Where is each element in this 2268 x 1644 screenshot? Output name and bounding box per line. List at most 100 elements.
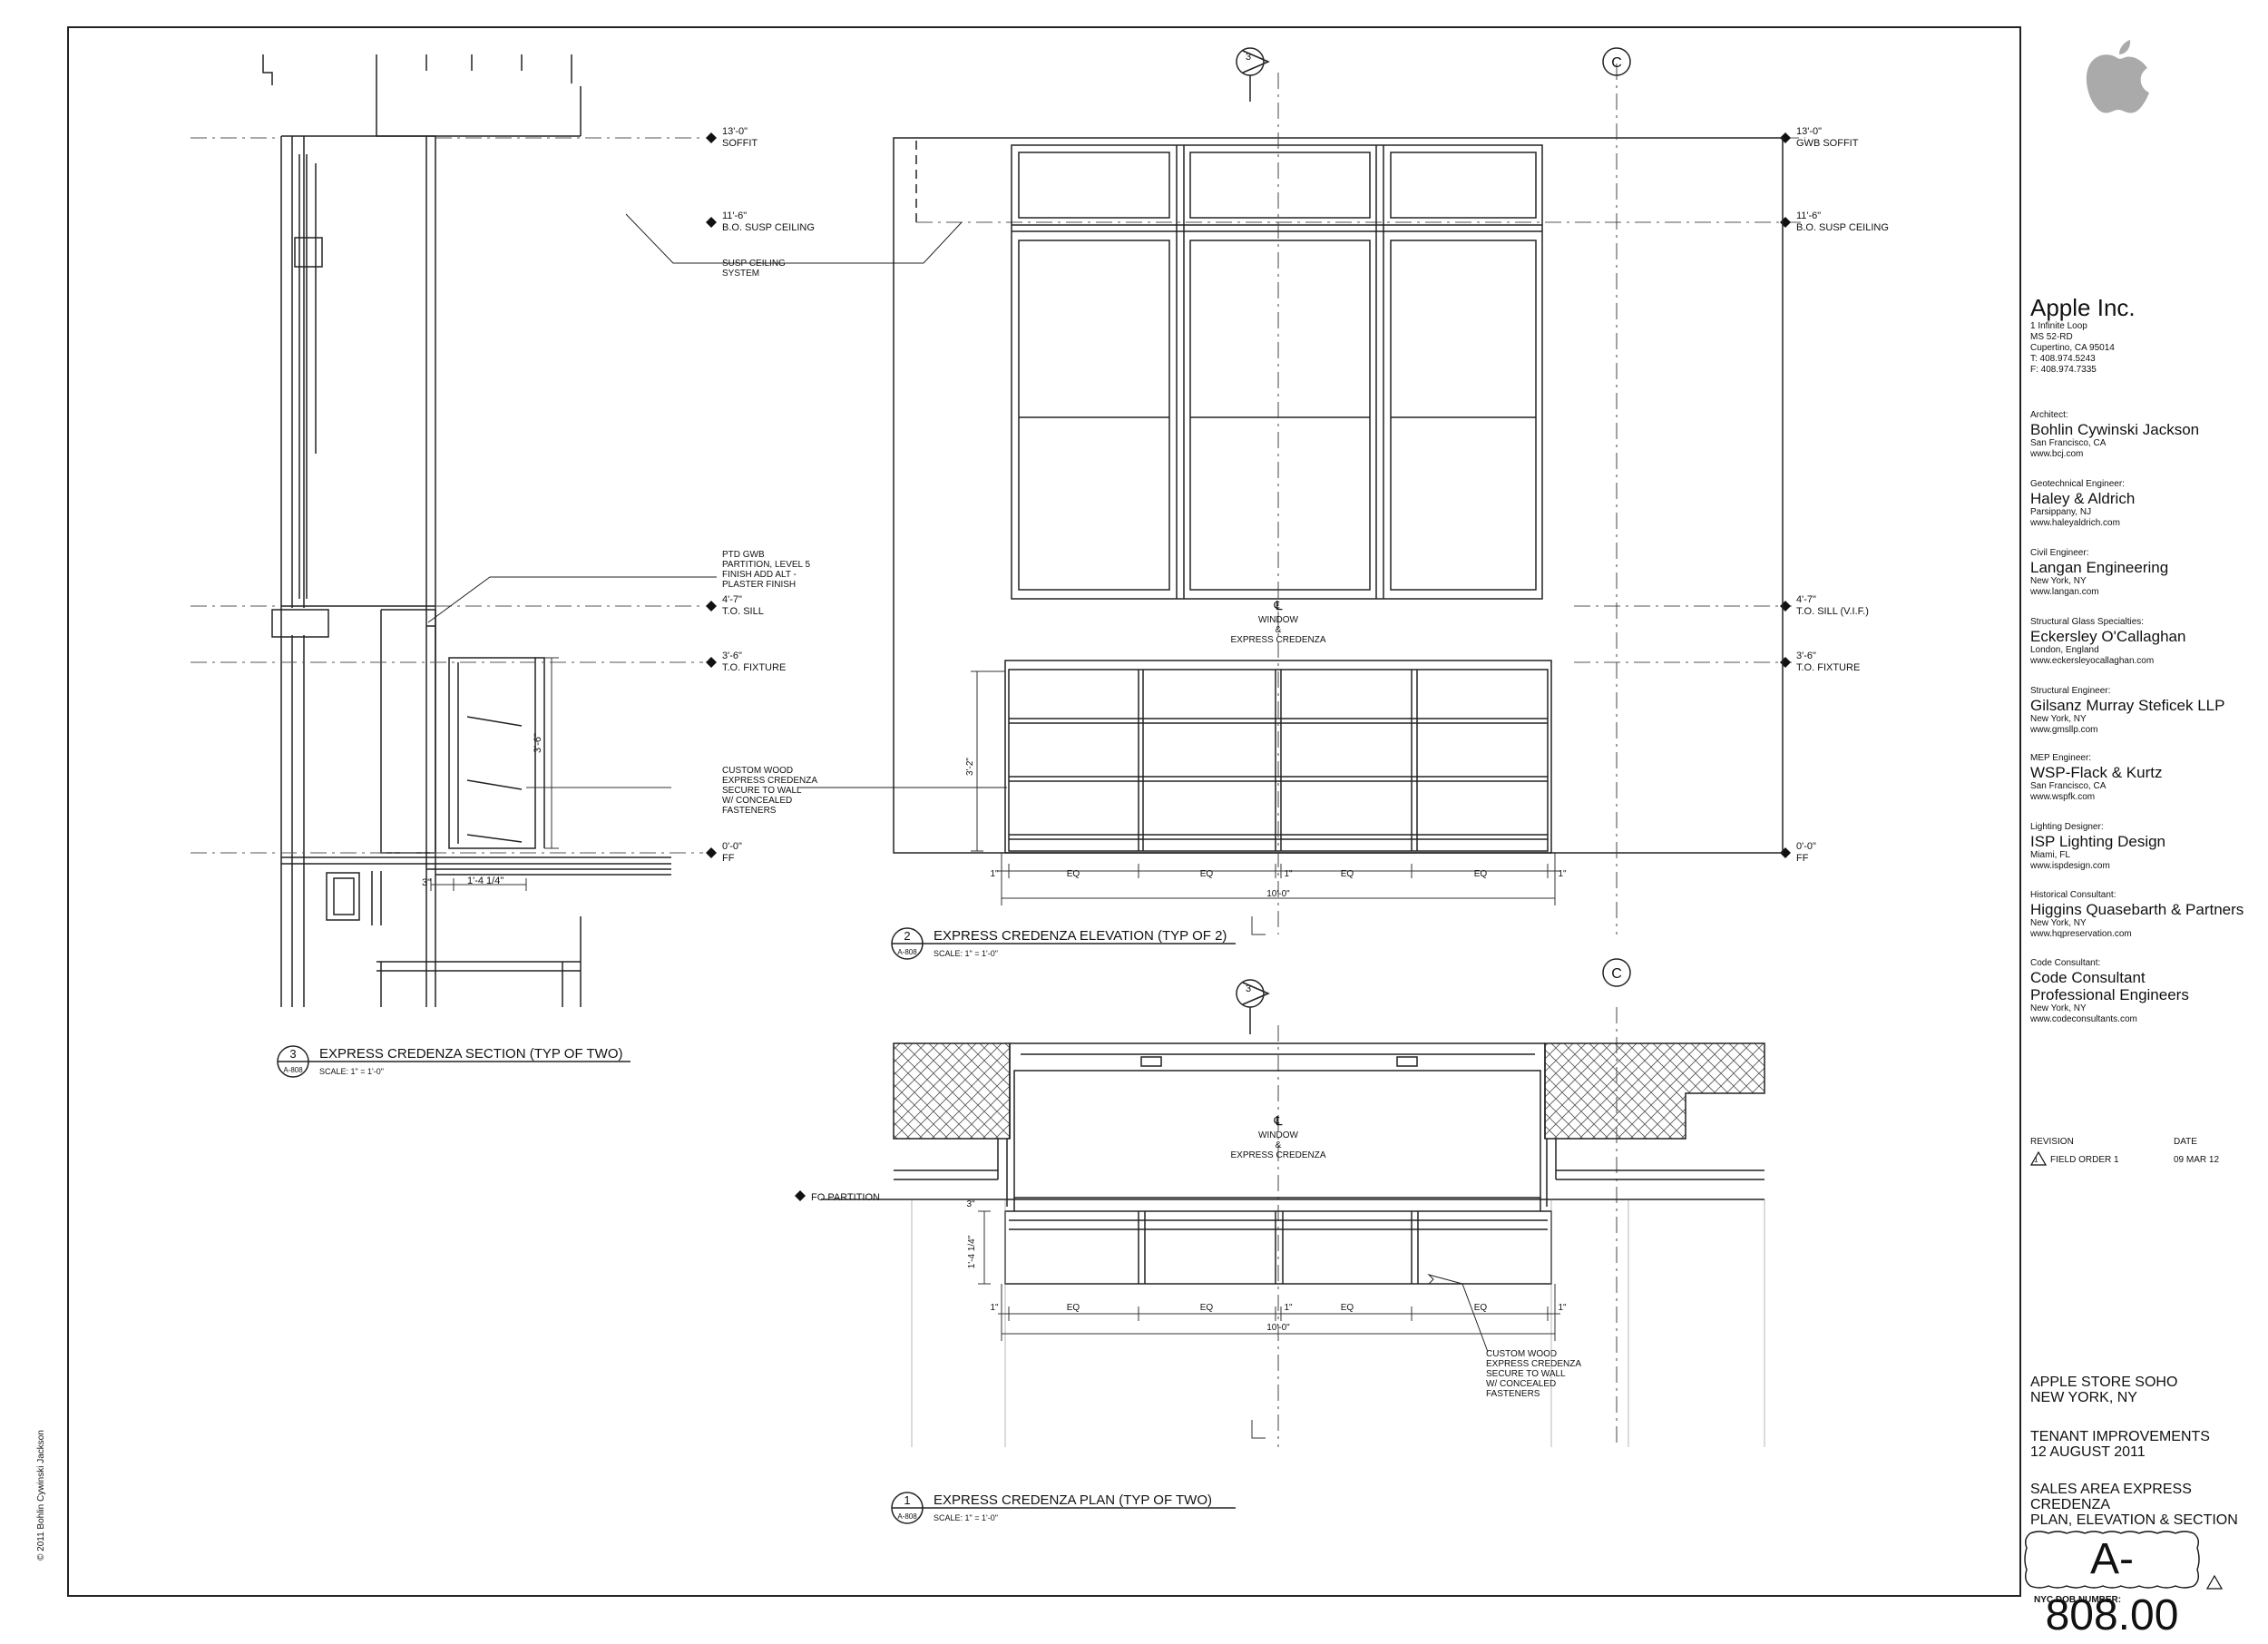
consultant-glass: Structural Glass Specialties: Eckersley … [2030, 617, 2268, 667]
project-block: APPLE STORE SOHO NEW YORK, NY [2030, 1375, 2268, 1405]
client-block: Apple Inc. 1 Infinite Loop MS 52-RD Cupe… [2030, 294, 2268, 376]
revision-tag: 1 [2034, 1156, 2038, 1164]
dim-elev-height: 3'-2" [965, 758, 975, 776]
grid-c-bottom: C [1611, 966, 1622, 982]
client-line: MS 52-RD [2030, 332, 2073, 342]
note-plan-wood-3: SECURE TO WALL [1486, 1369, 1566, 1379]
consultant-role: MEP Engineer: [2030, 753, 2092, 763]
phase-name: TENANT IMPROVEMENTS [2030, 1429, 2210, 1444]
consultant-name: ISP Lighting Design [2030, 833, 2166, 850]
client-name: Apple Inc. [2030, 294, 2136, 321]
detail-2-num: 2 [904, 929, 910, 943]
detail-2-sheet: A-808 [897, 948, 917, 956]
consultant-architect: Architect: Bohlin Cywinski Jackson San F… [2030, 410, 2268, 460]
consultant-name: WSP-Flack & Kurtz [2030, 764, 2163, 781]
note-ptd-gwb-3: FINISH ADD ALT - [722, 570, 797, 580]
detail-1-num: 1 [904, 1493, 910, 1507]
consultant-line: Parsippany, NJ [2030, 507, 2092, 517]
note-ptd-gwb-2: PARTITION, LEVEL 5 [722, 560, 811, 570]
dim-elev-eq-1: EQ [1067, 869, 1080, 879]
consultant-name: Langan Engineering [2030, 559, 2169, 576]
project-name: APPLE STORE SOHO [2030, 1375, 2178, 1390]
sill-left-elev: 4'-7" [722, 594, 742, 605]
dim-plan-eq-3: EQ [1341, 1303, 1354, 1313]
ff-left-elev: 0'-0" [722, 841, 742, 852]
leaders [427, 213, 1489, 1353]
phase-date: 12 AUGUST 2011 [2030, 1444, 2146, 1460]
consultant-line: www.wspfk.com [2030, 792, 2096, 802]
cl-credenza-plan: EXPRESS CREDENZA [1230, 1150, 1325, 1160]
client-line: F: 408.974.7335 [2030, 365, 2097, 375]
consultant-line: www.langan.com [2030, 587, 2099, 597]
revision-date: 09 MAR 12 [2174, 1155, 2220, 1165]
note-wood-1: CUSTOM WOOD [722, 766, 793, 776]
consultant-role: Structural Engineer: [2030, 686, 2111, 696]
section-marker-top: 3 [1246, 52, 1251, 63]
fo-partition-label: FO PARTITION [811, 1192, 880, 1203]
detail-title-2: 2 A-808 EXPRESS CREDENZA ELEVATION (TYP … [891, 927, 1236, 960]
consultant-role: Architect: [2030, 410, 2068, 420]
sheet-title-1: SALES AREA EXPRESS CREDENZA [2030, 1482, 2192, 1512]
dim-elev-1in-c: 1" [1558, 869, 1567, 879]
ceiling-right-elev: 11'-6" [1796, 210, 1821, 221]
note-wood-5: FASTENERS [722, 806, 777, 816]
consultant-line: San Francisco, CA [2030, 438, 2107, 448]
cl-symbol: ℄ [1274, 598, 1283, 612]
plan-dimensions [978, 1210, 1560, 1439]
note-plan-wood-1: CUSTOM WOOD [1486, 1349, 1557, 1359]
dim-plan-1in-a: 1" [990, 1303, 999, 1313]
sill-left-label: T.O. SILL [722, 606, 764, 617]
consultant-line: www.hqpreservation.com [2030, 929, 2132, 939]
dim-plan-overall: 10'-0" [1266, 1323, 1290, 1333]
dim-section-height: 3'-6" [533, 733, 543, 753]
revision-triangle-icon [2206, 1575, 2223, 1590]
sheet-border [67, 26, 2021, 1597]
detail-1-sheet: A-808 [897, 1512, 917, 1521]
copyright: © 2011 Bohlin Cywinski Jackson [36, 1430, 46, 1561]
note-wood-2: EXPRESS CREDENZA [722, 776, 817, 786]
consultant-line: New York, NY [2030, 714, 2087, 724]
consultant-code: Code Consultant: Code Consultant Profess… [2030, 958, 2194, 1025]
fixture-right-label: T.O. FIXTURE [1796, 662, 1860, 673]
dim-plan-depth: 1'-4 1/4" [967, 1235, 977, 1268]
level-markers-left [706, 132, 1791, 1201]
consultant-structural: Structural Engineer: Gilsanz Murray Stef… [2030, 686, 2268, 736]
sheet-number: A-808.00 [2045, 1535, 2179, 1639]
consultant-geotech: Geotechnical Engineer: Haley & Aldrich P… [2030, 479, 2268, 529]
consultant-line: New York, NY [2030, 1003, 2087, 1013]
ff-left-label: FF [722, 853, 735, 864]
ff-right-label: FF [1796, 853, 1809, 864]
consultant-name: Eckersley O'Callaghan [2030, 628, 2186, 645]
section-drawing [262, 54, 671, 1007]
ceiling-left-label: B.O. SUSP CEILING [722, 222, 815, 233]
client-line: T: 408.974.5243 [2030, 354, 2096, 364]
consultant-name: Haley & Aldrich [2030, 490, 2136, 507]
sheet-title-block: SALES AREA EXPRESS CREDENZA PLAN, ELEVAT… [2030, 1482, 2268, 1528]
date-header: DATE [2174, 1137, 2197, 1147]
dim-plan-eq-1: EQ [1067, 1303, 1080, 1313]
revision-triangle-icon [2030, 1151, 2047, 1166]
section-marker-bottom: 3 [1246, 983, 1251, 994]
consultant-line: www.haleyaldrich.com [2030, 518, 2120, 528]
dob-number-label: NYC DOB NUMBER: [2034, 1595, 2122, 1605]
dim-elev-eq-2: EQ [1200, 869, 1214, 879]
client-line: Cupertino, CA 95014 [2030, 343, 2115, 353]
note-plan-wood-5: FASTENERS [1486, 1389, 1540, 1399]
plan-gridlines [911, 1199, 1765, 1447]
consultant-mep: MEP Engineer: WSP-Flack & Kurtz San Fran… [2030, 753, 2268, 803]
section-dimensions [430, 657, 671, 891]
cl-amp-plan: & [1276, 1140, 1282, 1150]
sheet-title-2: PLAN, ELEVATION & SECTION [2030, 1512, 2238, 1528]
soffit-left-elev: 13'-0" [722, 126, 748, 137]
dim-plan-eq-4: EQ [1474, 1303, 1488, 1313]
revision-text: FIELD ORDER 1 [2050, 1155, 2119, 1165]
detail-3-title: EXPRESS CREDENZA SECTION (TYP OF TWO) [319, 1046, 623, 1062]
ceiling-left-elev: 11'-6" [722, 210, 747, 221]
elevation-dimensions [971, 670, 1560, 935]
grid-bubbles [1236, 47, 1631, 1034]
consultant-role: Code Consultant: [2030, 958, 2101, 968]
consultant-role: Historical Consultant: [2030, 890, 2116, 900]
dim-elev-eq-3: EQ [1341, 869, 1354, 879]
elevation-drawing [893, 137, 1784, 854]
cl-window-plan: WINDOW [1258, 1130, 1298, 1140]
